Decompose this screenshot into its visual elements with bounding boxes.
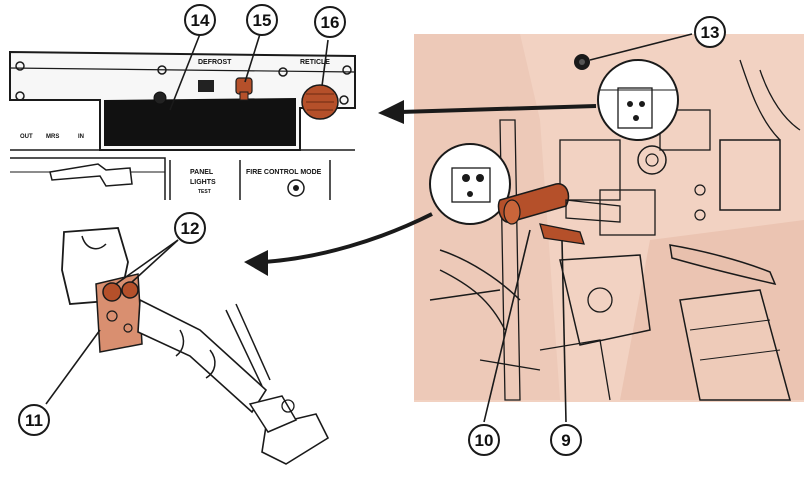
defrost-switch xyxy=(198,80,214,92)
control-panel-detail: DEFROST RETICLE OUT MRS IN PANEL LIGHTS … xyxy=(8,40,362,200)
svg-text:14: 14 xyxy=(191,11,210,30)
item-12-knob-left xyxy=(102,282,122,302)
label-out: OUT xyxy=(20,134,33,140)
label-test: TEST xyxy=(198,189,211,195)
screw-icon xyxy=(339,95,349,105)
svg-text:12: 12 xyxy=(181,219,200,238)
callout-9: 9 xyxy=(550,424,582,456)
svg-text:11: 11 xyxy=(25,411,43,430)
callout-13: 13 xyxy=(694,16,726,48)
screw-icon xyxy=(278,67,288,77)
label-fire-control-mode: FIRE CONTROL MODE xyxy=(246,169,322,176)
screw-icon xyxy=(342,65,352,75)
svg-text:15: 15 xyxy=(253,11,272,30)
svg-text:10: 10 xyxy=(475,431,494,450)
handle-assembly-detail xyxy=(61,227,330,465)
callout-14: 14 xyxy=(184,4,216,36)
display-window xyxy=(104,98,296,146)
screw-icon xyxy=(15,61,25,71)
svg-text:16: 16 xyxy=(321,13,340,32)
pointer-arrows xyxy=(244,100,597,276)
leader-lines xyxy=(45,33,693,423)
label-panel: PANEL xyxy=(190,169,214,176)
item-12-knob-right xyxy=(121,281,139,299)
label-defrost: DEFROST xyxy=(198,59,232,66)
mrs-lever xyxy=(49,163,133,187)
arrow-to-panel-icon xyxy=(378,100,404,124)
screw-icon xyxy=(15,91,25,101)
label-reticle: RETICLE xyxy=(300,59,330,66)
callout-11: 11 xyxy=(18,404,50,436)
label-mrs: MRS xyxy=(46,134,59,140)
svg-text:9: 9 xyxy=(561,431,570,450)
label-in: IN xyxy=(78,134,84,140)
callout-12: 12 xyxy=(174,212,206,244)
arrow-to-handle-icon xyxy=(244,250,268,276)
screw-icon xyxy=(157,65,167,75)
label-lights: LIGHTS xyxy=(190,179,216,186)
fire-control-knob xyxy=(287,179,305,197)
callout-10: 10 xyxy=(468,424,500,456)
inset-circle-left xyxy=(429,143,511,225)
svg-text:13: 13 xyxy=(701,23,720,42)
handle-tube xyxy=(137,298,268,414)
turret-interior-scene xyxy=(414,34,804,402)
callouts: 14 15 16 13 12 11 10 9 xyxy=(18,4,726,456)
item-9-lever xyxy=(539,223,585,245)
callout-16: 16 xyxy=(314,6,346,38)
callout-15: 15 xyxy=(246,4,278,36)
